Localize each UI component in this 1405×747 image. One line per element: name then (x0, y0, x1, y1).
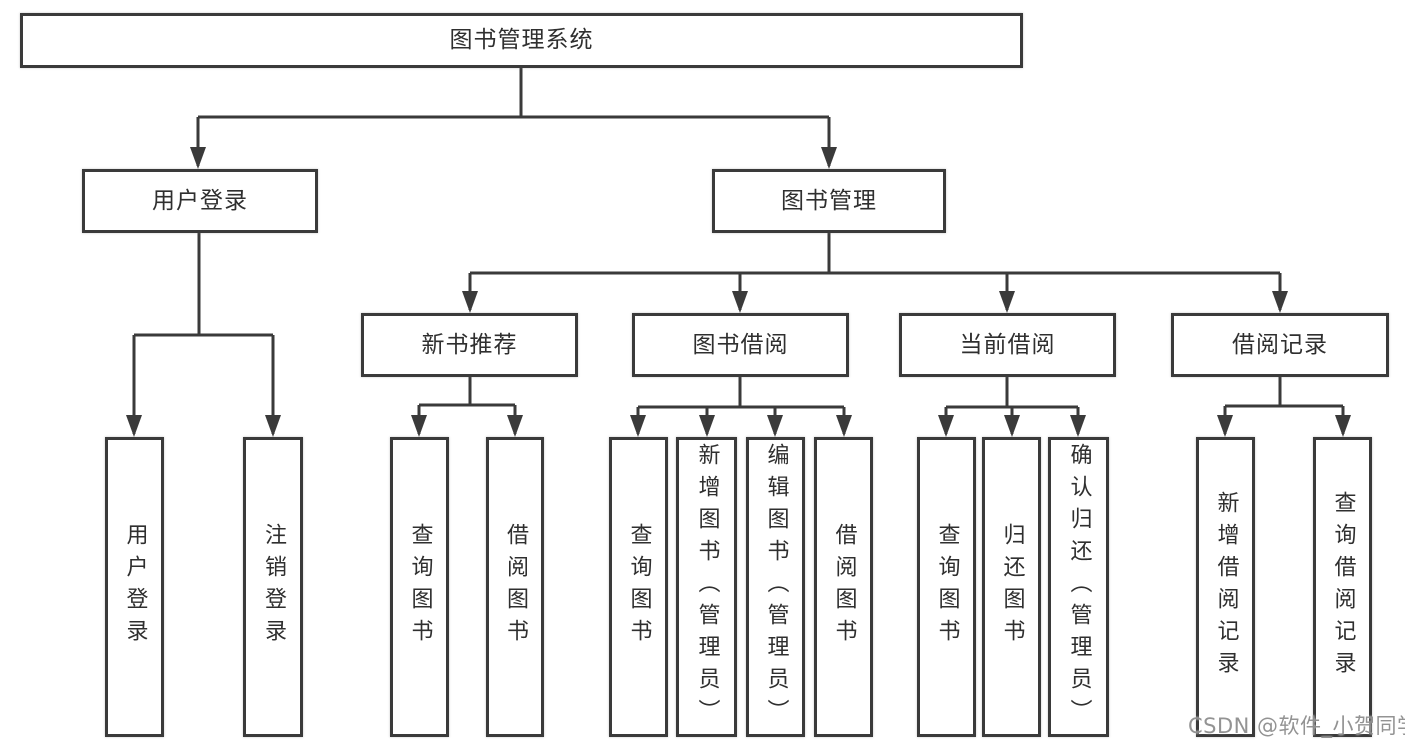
node-leaf-bb-add-book-label: 新增图书（管理员） (694, 443, 720, 731)
arrowhead-icon (462, 291, 478, 313)
node-leaf-nb-borrow-book-label: 借阅图书 (503, 523, 528, 651)
arrowhead-icon (265, 415, 281, 437)
node-leaf-logout-login-label: 注销登录 (261, 523, 286, 651)
node-new-book-recommend-label: 新书推荐 (421, 331, 518, 358)
arrowhead-icon (411, 415, 427, 437)
arrowhead-icon (699, 415, 715, 437)
arrowhead-icon (1335, 415, 1351, 437)
arrowhead-icon (507, 415, 523, 437)
node-root: 图书管理系统 (20, 13, 1023, 68)
connector-root-to-level2 (196, 68, 831, 166)
node-leaf-br-add-record: 新增借阅记录 (1196, 437, 1255, 737)
arrowhead-icon (836, 415, 852, 437)
connector-borrow-records-branch (1223, 377, 1345, 434)
arrowheads (126, 147, 1351, 437)
node-leaf-cb-return-book: 归还图书 (982, 437, 1041, 737)
node-leaf-br-add-record-label: 新增借阅记录 (1213, 491, 1239, 683)
arrowhead-icon (999, 291, 1015, 313)
connector-book-borrow-branch (636, 377, 846, 434)
node-leaf-bb-borrow-book: 借阅图书 (814, 437, 873, 737)
node-leaf-bb-borrow-book-label: 借阅图书 (831, 523, 857, 651)
arrowhead-icon (1217, 415, 1233, 437)
arrowhead-icon (1070, 415, 1086, 437)
node-leaf-user-login-label: 用户登录 (122, 523, 148, 651)
arrowhead-icon (126, 415, 142, 437)
node-book-borrow: 图书借阅 (632, 313, 849, 377)
node-leaf-br-query-record: 查询借阅记录 (1313, 437, 1372, 737)
node-leaf-nb-query-book-label: 查询图书 (407, 523, 433, 651)
arrowhead-icon (938, 415, 954, 437)
arrowhead-icon (767, 415, 783, 437)
node-leaf-bb-query-book: 查询图书 (609, 437, 668, 737)
arrowhead-icon (630, 415, 646, 437)
node-borrow-records: 借阅记录 (1171, 313, 1389, 377)
node-new-book-recommend: 新书推荐 (361, 313, 578, 377)
csdn-watermark: CSDN @软件_小贺同学 (1188, 714, 1405, 738)
node-leaf-cb-confirm-return-label: 确认归还（管理员） (1066, 443, 1092, 731)
arrowhead-icon (732, 291, 748, 313)
node-leaf-bb-query-book-label: 查询图书 (626, 523, 652, 651)
node-root-label: 图书管理系统 (449, 27, 594, 53)
node-leaf-logout-login: 注销登录 (243, 437, 303, 737)
node-user-login: 用户登录 (82, 169, 318, 233)
arrowhead-icon (1272, 291, 1288, 313)
node-leaf-cb-confirm-return: 确认归还（管理员） (1048, 437, 1109, 737)
node-leaf-nb-query-book: 查询图书 (390, 437, 449, 737)
node-book-management: 图书管理 (712, 169, 946, 233)
node-leaf-br-query-record-label: 查询借阅记录 (1330, 491, 1356, 683)
node-current-borrow: 当前借阅 (899, 313, 1116, 377)
node-current-borrow-label: 当前借阅 (959, 331, 1056, 358)
node-leaf-bb-edit-book-label: 编辑图书（管理员） (763, 443, 789, 731)
node-leaf-cb-query-book-label: 查询图书 (934, 523, 960, 651)
node-leaf-cb-return-book-label: 归还图书 (999, 523, 1025, 651)
arrowhead-icon (190, 147, 206, 169)
node-leaf-cb-query-book: 查询图书 (917, 437, 976, 737)
connector-book-management-branch (468, 233, 1282, 310)
node-leaf-user-login: 用户登录 (105, 437, 164, 737)
node-book-management-label: 图书管理 (781, 187, 877, 214)
connector-user-login-branch (132, 233, 275, 434)
arrowhead-icon (821, 147, 837, 169)
node-book-borrow-label: 图书借阅 (692, 331, 789, 358)
node-leaf-nb-borrow-book: 借阅图书 (486, 437, 544, 737)
node-leaf-bb-edit-book: 编辑图书（管理员） (746, 437, 805, 737)
node-borrow-records-label: 借阅记录 (1232, 331, 1328, 358)
node-user-login-label: 用户登录 (152, 187, 248, 214)
connector-new-book-branch (417, 377, 517, 434)
node-leaf-bb-add-book: 新增图书（管理员） (676, 437, 737, 737)
arrowhead-icon (1004, 415, 1020, 437)
